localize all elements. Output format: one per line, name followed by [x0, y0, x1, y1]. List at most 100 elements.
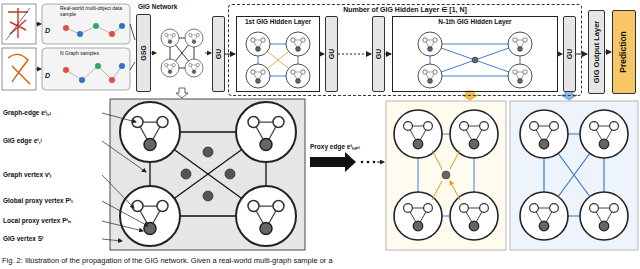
flow-arrow [338, 54, 371, 55]
hidden-layer-graph-part [392, 16, 558, 92]
panel-title: 1st GIG Hidden Layer [243, 18, 313, 25]
gig-network-icon [151, 29, 211, 98]
leader-lines-part [102, 239, 122, 241]
hidden-layer-graph-part [236, 16, 320, 92]
leader-lines-part [102, 221, 143, 231]
box-label: GU [374, 49, 382, 60]
leader-lines-part [102, 175, 134, 208]
hidden-layer-graph-part [246, 64, 270, 88]
prediction-box: Prediction [612, 10, 636, 94]
generator-box: GSG [136, 14, 151, 92]
hidden-layer-graph-part [246, 32, 270, 56]
update-box: GU [212, 16, 225, 92]
gig-graph-panel [110, 99, 305, 250]
legend-note: Graph-edge eⁱⱼ,ₗ [3, 109, 51, 116]
gig-graph-panel-part [236, 186, 296, 246]
data-sample-row-part [36, 24, 41, 25]
panel-title: Number of GIG Hidden Layer ∈ [1, N] [341, 6, 469, 14]
data-sample-row [2, 4, 130, 44]
propagation-panel-blue-part [580, 192, 628, 240]
proxy-edge-arrow [310, 152, 384, 172]
hidden-layer-panel: N-1th GIG Hidden Layer [392, 16, 558, 92]
data-sample-row-part [6, 8, 30, 40]
gig-graph-panel-part [225, 169, 235, 179]
legend-note: GIG edge eⁱ,ʲ [3, 137, 42, 144]
gig-network-icon-part [176, 88, 188, 98]
data-sample-row-part [2, 4, 36, 44]
propagation-panel-yellow-part [386, 101, 506, 250]
propagation-panel-blue-part [510, 101, 638, 250]
hidden-layer-graph-part [430, 44, 520, 76]
hidden-layer-graph-part [418, 32, 442, 56]
legend-note: Graph vertex vⁱⱼ [3, 171, 51, 178]
gig-graph-panel-part [236, 102, 296, 162]
output-layer-box: GIG Output Layer [588, 10, 605, 94]
box-label: Prediction [619, 31, 629, 73]
hidden-layer-graph-part [508, 64, 532, 88]
propagation-panel-yellow-part [432, 150, 460, 200]
flow-arrow [385, 54, 391, 55]
legend-note: GIG vertex Sⁱ [3, 235, 43, 242]
box-label: GU [214, 49, 222, 60]
dataset-letter: D [45, 72, 50, 80]
proxy-edge-arrow-part [361, 161, 364, 164]
propagation-panel-yellow [386, 101, 506, 250]
update-box: GU [325, 16, 338, 92]
hidden-layer-panel: 1st GIG Hidden Layer [236, 16, 320, 92]
data-sample-row-part [66, 26, 122, 34]
gig-graph-panel-part [110, 99, 305, 250]
propagation-panel-yellow-part [450, 110, 498, 158]
box-label: GIG Output Layer [592, 21, 601, 84]
layer-range: Number of GIG Hidden Layer ∈ [1, N] 1st G… [228, 4, 582, 96]
propagation-panel-blue-part [520, 110, 568, 158]
gig-graph-panel-part [203, 191, 213, 201]
gig-graph-panel-part [203, 147, 213, 157]
gig-network-icon-part [205, 53, 211, 54]
hidden-layer-graph-part [508, 32, 532, 56]
update-box: GU [372, 16, 385, 92]
legend-note: Local proxy vertex Pⁱₕ [3, 217, 71, 224]
gig-network-icon-part [185, 29, 203, 47]
proxy-edge-arrow-part [367, 161, 370, 164]
legend-note: Global proxy vertex Pⁱₗ [3, 197, 73, 204]
gig-network-icon-part [151, 53, 156, 54]
sample-label: N Graph samples [60, 51, 126, 57]
hidden-layer-graph-part [418, 64, 442, 88]
box-label: GU [327, 49, 335, 60]
graph-sample-row-part [66, 66, 122, 80]
leader-lines-part [102, 141, 146, 172]
propagation-panel-yellow-part [442, 171, 450, 179]
figure-caption: Fig. 2: Illustration of the propagation … [2, 257, 333, 266]
proxy-edge-arrow-part [373, 161, 376, 164]
leader-lines [102, 113, 148, 241]
flow-arrow [320, 54, 324, 55]
panel-title: N-1th GIG Hidden Layer [436, 18, 513, 25]
hidden-layer-graph-part [286, 32, 310, 56]
hidden-layer-graph [236, 16, 577, 100]
sample-label: Real-world multi-object data sample [60, 6, 126, 18]
gig-graph-panel-part [120, 102, 180, 162]
leader-lines-part [102, 113, 136, 122]
gig-graph-panel-part [181, 169, 191, 179]
data-sample-row-part [42, 4, 130, 44]
proxy-edge-arrow-part [377, 162, 384, 163]
gig-network-icon-part [161, 59, 179, 77]
gig-network-icon-part [185, 59, 203, 77]
flow-arrow [225, 54, 235, 55]
flow-arrow [605, 52, 611, 53]
box-label: GU [565, 49, 573, 60]
propagation-panel-blue-part [580, 110, 628, 158]
propagation-panel-blue [510, 101, 638, 250]
propagation-panel-yellow-part [394, 192, 442, 240]
graph-sample-row-part [2, 48, 36, 90]
graph-sample-row [2, 24, 135, 90]
update-box: GU [563, 16, 576, 92]
propagation-panel-yellow-part [394, 110, 442, 158]
dataset-letter: D [45, 27, 50, 35]
gig-network-icon-part [161, 29, 179, 47]
proxy-edge-label: Proxy edge eⁱⱼ,ₚₗ [310, 143, 360, 150]
graph-sample-row-part [8, 54, 30, 84]
network-label: GIG Network [138, 3, 177, 10]
